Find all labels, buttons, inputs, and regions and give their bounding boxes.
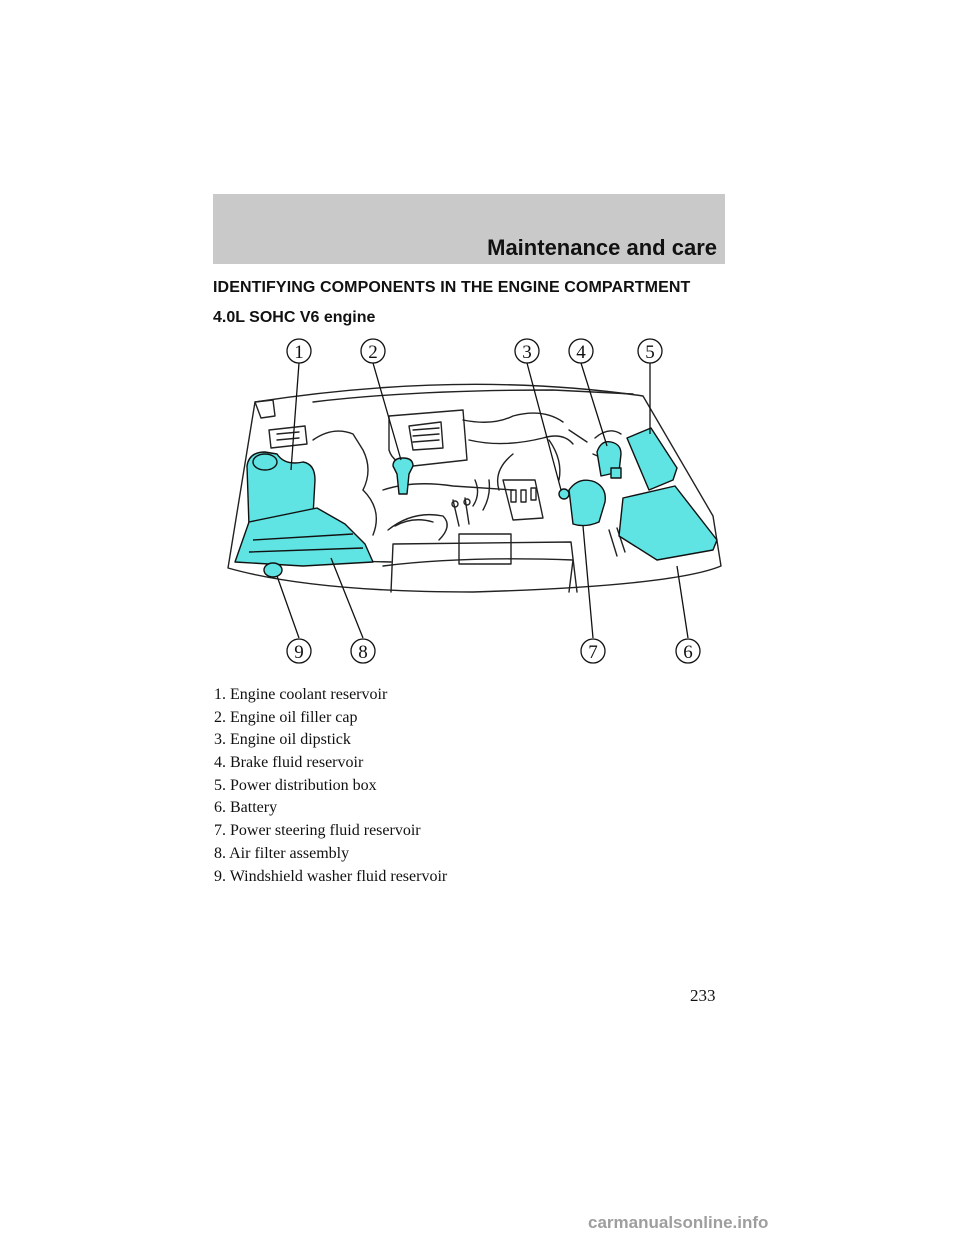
legend-item: 6. Battery (214, 799, 278, 817)
legend-item: 3. Engine oil dipstick (214, 731, 351, 749)
page-number: 233 (690, 986, 716, 1005)
page-section-title: Maintenance and care (487, 235, 717, 260)
legend-item: 7. Power steering fluid reservoir (214, 822, 421, 840)
header-band: Maintenance and care (213, 194, 725, 264)
callout-9: 9 (286, 638, 312, 664)
dipstick-handle-shape (558, 488, 570, 500)
component-legend: 1. Engine coolant reservoir 2. Engine oi… (214, 684, 447, 888)
watermark: carmanualsonline.info (588, 1213, 769, 1232)
washer-cap-shape (263, 562, 283, 578)
svg-text:9: 9 (294, 642, 304, 663)
legend-item: 9. Windshield washer fluid reservoir (214, 867, 448, 885)
oil-filler-cap-shape (392, 457, 414, 495)
callout-5: 5 (637, 338, 663, 364)
svg-text:6: 6 (683, 642, 693, 663)
engine-subheading: 4.0L SOHC V6 engine (213, 309, 376, 326)
callout-6: 6 (675, 638, 701, 664)
svg-text:1: 1 (294, 342, 304, 363)
callout-1: 1 (286, 338, 312, 364)
svg-text:8: 8 (358, 642, 368, 663)
section-heading: IDENTIFYING COMPONENTS IN THE ENGINE COM… (213, 279, 691, 296)
power-steering-reservoir-shape (568, 479, 606, 527)
legend-item: 2. Engine oil filler cap (214, 708, 358, 726)
legend-item: 8. Air filter assembly (214, 844, 350, 862)
legend-item: 1. Engine coolant reservoir (214, 686, 388, 703)
power-distribution-box-shape (626, 427, 678, 491)
svg-text:7: 7 (588, 642, 598, 663)
callout-8: 8 (350, 638, 376, 664)
callout-7: 7 (580, 638, 606, 664)
callout-4: 4 (568, 338, 594, 364)
legend-item: 4. Brake fluid reservoir (214, 754, 364, 772)
compartment-outline (227, 383, 722, 593)
callout-3: 3 (514, 338, 540, 364)
legend-item: 5. Power distribution box (214, 776, 377, 794)
callout-2: 2 (360, 338, 386, 364)
svg-text:3: 3 (522, 342, 532, 363)
svg-text:5: 5 (645, 342, 655, 363)
engine-compartment-diagram: 1 2 3 4 5 6 7 8 (227, 338, 722, 664)
battery-shape (618, 485, 718, 561)
svg-text:4: 4 (576, 342, 586, 363)
svg-text:2: 2 (368, 342, 378, 363)
